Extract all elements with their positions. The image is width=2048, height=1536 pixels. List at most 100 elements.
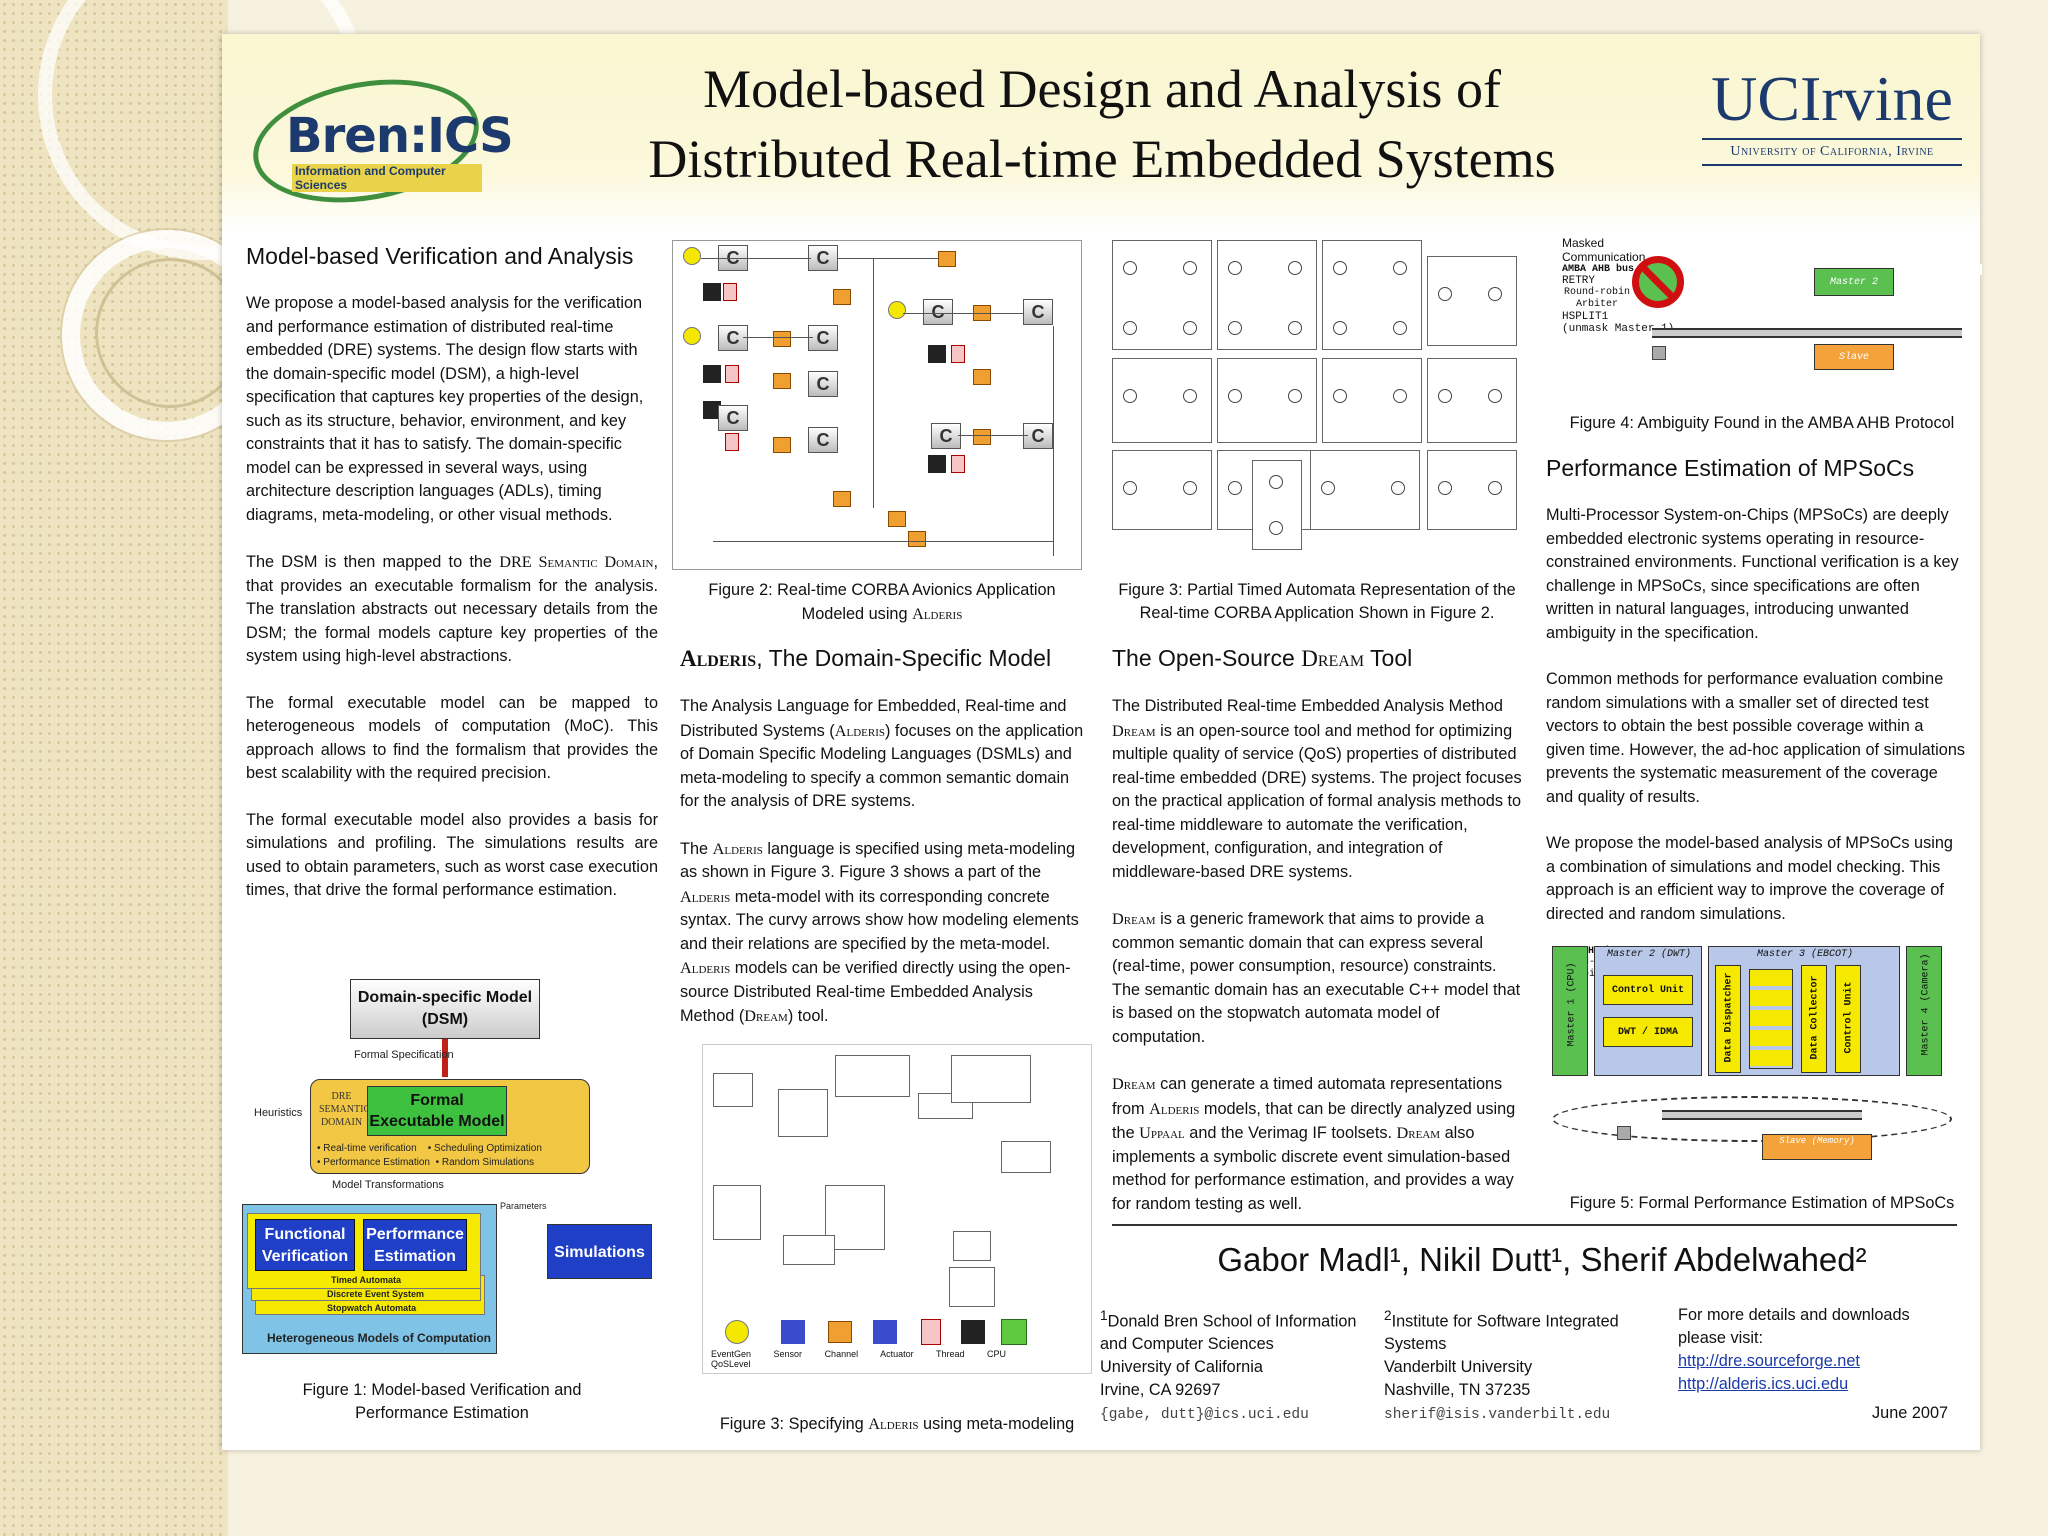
simulations-box: Simulations: [547, 1224, 652, 1279]
label: (unmask Master 1): [1562, 323, 1675, 335]
authors: Gabor Madl¹, Nikil Dutt¹, Sherif Abdelwa…: [1217, 1241, 1867, 1278]
paragraph: Multi-Processor System-on-Chips (MPSoCs)…: [1546, 506, 1959, 642]
link-dre-sourceforge[interactable]: http://dre.sourceforge.net: [1678, 1352, 1860, 1370]
figure-5-diagram: Master 1 (CPU) Master 2 (DWT) Control Un…: [1552, 946, 1972, 1216]
automaton-box: [1427, 358, 1517, 443]
paragraph: The formal executable model can be mappe…: [246, 693, 658, 783]
bus-line: [1652, 328, 1962, 338]
actuator-icon: [873, 1320, 897, 1344]
title-line-1: Model-based Design and Analysis of: [703, 59, 1501, 119]
uci-logo-subtitle: University of California, Irvine: [1730, 144, 1934, 159]
event-icon: [888, 301, 906, 319]
cf-mq-stack: [1749, 969, 1793, 1069]
column-mpsoc: Performance Estimation of MPSoCs Multi-P…: [1546, 454, 1966, 949]
meta-labels: EventGen Sensor Channel Actuator Thread …: [711, 1349, 1051, 1369]
paragraph: We propose a model-based analysis for th…: [246, 294, 644, 524]
channel-icon: [773, 373, 791, 389]
formal-model-box: DRE SEMANTIC DOMAIN Formal Executable Mo…: [310, 1079, 590, 1174]
dsm-box: Domain-specific Model (DSM): [350, 979, 540, 1039]
link-alderis[interactable]: http://alderis.ics.uci.edu: [1678, 1375, 1849, 1393]
connector: [701, 258, 811, 259]
meta-icon-label: Sensor: [773, 1349, 825, 1359]
cpu-icon: [703, 283, 721, 301]
email: {gabe, dutt}@ics.uci.edu: [1100, 1407, 1309, 1424]
automaton-box: [1427, 450, 1517, 530]
cpu-icon: [703, 365, 721, 383]
paragraph: The Analysis Language for Embedded, Real…: [680, 697, 1084, 810]
meta-icon-label: EventGen: [711, 1349, 774, 1359]
figure-1-diagram: Domain-specific Model (DSM) Formal Speci…: [242, 979, 652, 1389]
functional-verification-box: Functional Verification: [255, 1219, 355, 1271]
figure-5-caption: Figure 5: Formal Performance Estimation …: [1569, 1194, 1955, 1212]
automaton-box: [1112, 240, 1212, 350]
label: Heterogeneous Models of Computation: [267, 1331, 492, 1345]
data-dispatcher: Data Dispatcher: [1715, 965, 1741, 1073]
meta-icon-label: QoSLevel: [711, 1359, 751, 1369]
label: Round-robin Arbiter: [1558, 957, 1625, 980]
label: Timed Automata: [331, 1275, 402, 1285]
meta-class-box: [713, 1185, 761, 1240]
eventgen-icon: [725, 1320, 749, 1344]
label: Model Transformations: [332, 1179, 444, 1191]
automaton-box: [1217, 240, 1317, 350]
label: Parameters: [500, 1201, 547, 1211]
thread-icon: [725, 433, 739, 451]
slave-box: Slave: [1814, 344, 1894, 370]
automaton-box: [1112, 358, 1212, 443]
arrow-icon: [442, 1039, 448, 1077]
master-3-box: Master 3 (EBCOT) Data Dispatcher Data Co…: [1708, 946, 1900, 1076]
meta-class-box: [953, 1231, 991, 1261]
paragraph: We propose the model-based analysis of M…: [1546, 834, 1953, 923]
connector: [713, 541, 1053, 542]
affiliation-1: 1Donald Bren School of Information and C…: [1100, 1308, 1357, 1424]
affiliation-2: 2Institute for Software Integrated Syste…: [1384, 1308, 1619, 1424]
meta-class-box: [713, 1073, 753, 1107]
thread-icon: [951, 455, 965, 473]
paragraph: The DSM is then mapped to the DRE Semant…: [246, 552, 658, 665]
component-icon: C: [718, 325, 748, 351]
meta-class-box: [835, 1055, 910, 1097]
automaton-box: [1427, 256, 1517, 346]
label: RETRY: [1562, 275, 1596, 287]
poster-title: Model-based Design and Analysis of Distr…: [602, 54, 1602, 194]
logo-subtitle: Information and Computer Sciences: [292, 164, 482, 192]
meta-class-box: [825, 1185, 885, 1250]
figure-2-diagram: C C C C C C C C C C C: [672, 240, 1082, 570]
poster: Bren:ICS Information and Computer Scienc…: [222, 34, 1982, 1450]
qos-icon: [1001, 1319, 1027, 1345]
section-heading: Performance Estimation of MPSoCs: [1546, 455, 1915, 481]
figure-1-caption: Figure 1: Model-based Verification and P…: [302, 1381, 582, 1422]
uci-logo-word: UCIrvine: [1711, 63, 1953, 134]
automaton-box: [1310, 450, 1420, 530]
figure-3-caption: Figure 3: Partial Timed Automata Represe…: [1118, 581, 1516, 622]
component-icon: C: [808, 427, 838, 453]
cpu-icon: [961, 1320, 985, 1344]
channel-icon: [973, 429, 991, 445]
component-icon: C: [808, 371, 838, 397]
meta-class-box: [783, 1235, 835, 1265]
connector: [1053, 326, 1054, 556]
thread-icon: [951, 345, 965, 363]
channel-icon: [833, 491, 851, 507]
paragraph: Dream can generate a timed automata repr…: [1112, 1074, 1516, 1213]
paragraph: Dream is a generic framework that aims t…: [1112, 909, 1521, 1046]
automaton-box: [1322, 240, 1422, 350]
component-icon: C: [1023, 299, 1053, 325]
uc-irvine-logo: UCIrvine University of California, Irvin…: [1702, 64, 1962, 170]
component-icon: C: [923, 299, 953, 325]
cpu-icon: [928, 345, 946, 363]
logo-word: Bren:ICS: [286, 108, 514, 164]
channel-icon: [828, 1321, 852, 1343]
meta-model-diagram: EventGen Sensor Channel Actuator Thread …: [702, 1044, 1092, 1374]
label: HSPLIT1: [1562, 311, 1609, 323]
uci-logo-rule: [1702, 138, 1962, 140]
channel-icon: [888, 511, 906, 527]
section-heading: The Open-Source Dream Tool: [1112, 645, 1413, 671]
channel-icon: [833, 289, 851, 305]
component-icon: C: [1023, 423, 1053, 449]
blocked-icon: [1632, 256, 1684, 308]
uci-logo-rule: [1702, 164, 1962, 166]
channel-icon: [773, 331, 791, 347]
meta-icon-label: Channel: [824, 1349, 881, 1359]
master-2-box: Master 2 (DWT) Control Unit DWT / IDMA: [1594, 946, 1702, 1076]
